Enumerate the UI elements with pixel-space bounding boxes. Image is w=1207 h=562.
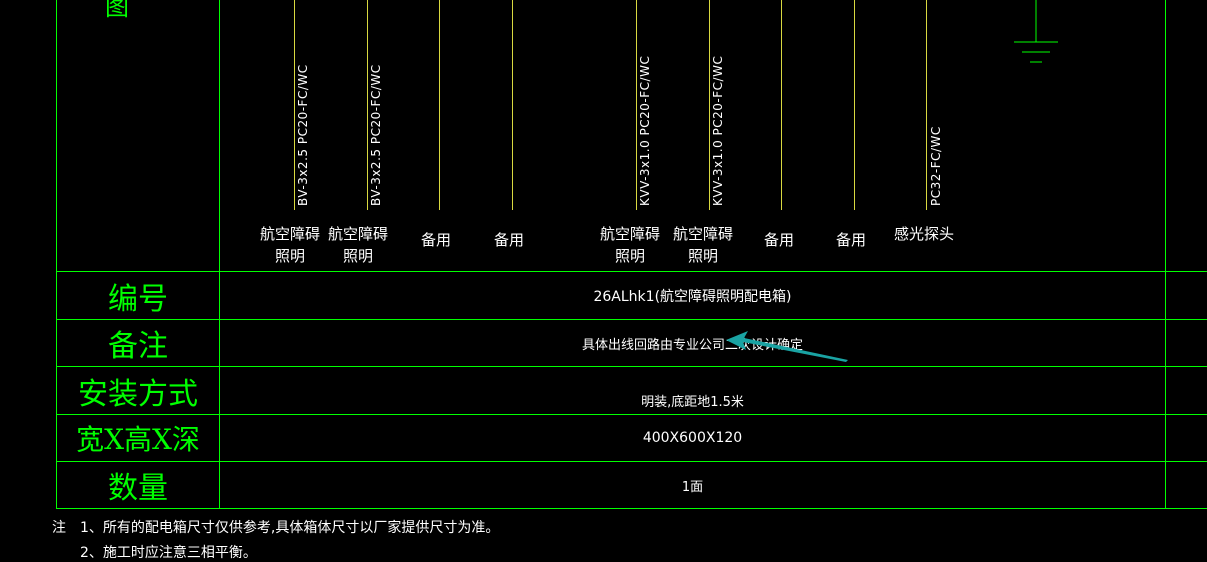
- row-value-install[interactable]: 明装,底距地1.5米: [641, 395, 744, 410]
- ground-symbol-icon: [1014, 0, 1058, 63]
- header-partial-char: 图: [105, 0, 129, 21]
- grid-row-line: [56, 271, 1207, 272]
- grid-row-line: [56, 414, 1207, 415]
- annotation-arrow-icon: [726, 331, 848, 362]
- circuit-name: 备用: [420, 231, 451, 249]
- grid-bottom-border: [56, 508, 1207, 509]
- circuit-wire[interactable]: [854, 0, 855, 210]
- row-value-remark[interactable]: 具体出线回路由专业公司二次设计确定: [581, 337, 803, 353]
- row-value-quantity[interactable]: 1面: [681, 479, 704, 495]
- circuit-wire[interactable]: [636, 0, 637, 210]
- row-label-quantity: 数量: [108, 471, 168, 506]
- grid-label-divider: [219, 0, 220, 508]
- circuit-wire[interactable]: [294, 0, 295, 210]
- circuit-name: 备用: [835, 231, 866, 249]
- circuit-name: 航空障碍 照明: [259, 225, 320, 265]
- row-label-dimensions: 宽X高X深: [76, 423, 200, 456]
- grid-right-divider: [1165, 0, 1166, 508]
- cable-spec: BV-3x2.5 PC20-FC/WC: [296, 64, 310, 206]
- row-value-number[interactable]: 26ALhk1(航空障碍照明配电箱): [593, 288, 792, 305]
- notes-prefix: 注: [52, 520, 66, 536]
- circuit-name: 备用: [493, 231, 524, 249]
- row-label-remark: 备注: [108, 329, 168, 364]
- circuit-name: 航空障碍 照明: [327, 225, 388, 265]
- circuit-wire[interactable]: [512, 0, 513, 210]
- cable-spec: BV-3x2.5 PC20-FC/WC: [369, 64, 383, 206]
- grid-row-line: [56, 319, 1207, 320]
- note-line-2: 2、施工时应注意三相平衡。: [80, 545, 257, 561]
- grid-left-border: [56, 0, 57, 508]
- circuit-name: 航空障碍 照明: [599, 225, 660, 265]
- circuit-wire[interactable]: [439, 0, 440, 210]
- circuit-wire[interactable]: [709, 0, 710, 210]
- circuit-name: 备用: [763, 231, 794, 249]
- row-value-dimensions[interactable]: 400X600X120: [642, 430, 743, 446]
- cable-spec: KVV-3x1.0 PC20-FC/WC: [638, 55, 652, 206]
- row-label-install: 安装方式: [78, 376, 198, 412]
- row-label-number: 编号: [108, 281, 168, 317]
- circuit-name: 感光探头: [893, 225, 954, 243]
- grid-row-line: [56, 366, 1207, 367]
- circuit-wire[interactable]: [781, 0, 782, 210]
- grid-row-line: [56, 461, 1207, 462]
- circuit-name: 航空障碍 照明: [672, 225, 733, 265]
- circuit-wire[interactable]: [926, 0, 927, 210]
- note-line-1: 1、所有的配电箱尺寸仅供参考,具体箱体尺寸以厂家提供尺寸为准。: [80, 520, 500, 536]
- cable-spec: PC32-FC/WC: [929, 126, 943, 206]
- cable-spec: KVV-3x1.0 PC20-FC/WC: [711, 55, 725, 206]
- circuit-wire[interactable]: [367, 0, 368, 210]
